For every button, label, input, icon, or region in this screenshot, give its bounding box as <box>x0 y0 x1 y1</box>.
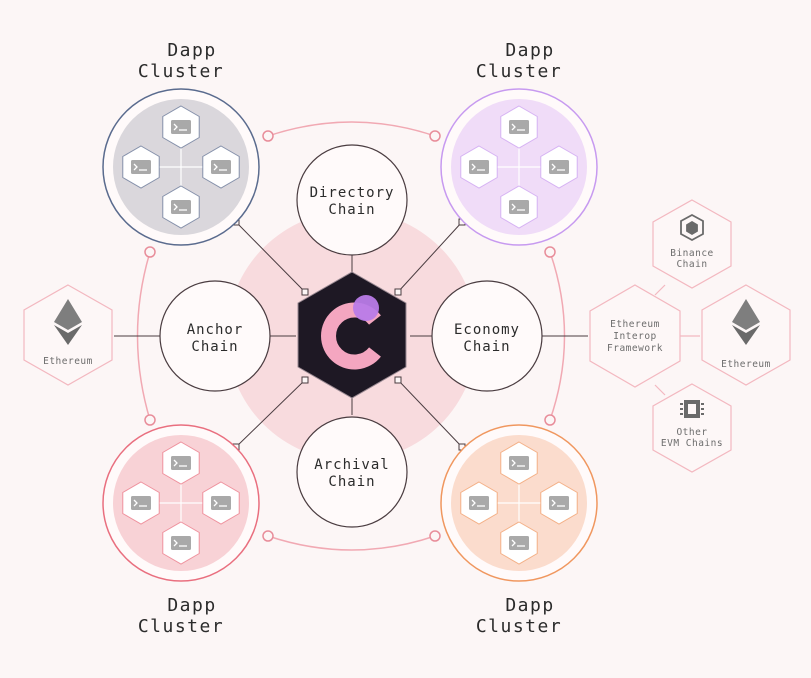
interop-label-line2: Interop <box>613 331 657 342</box>
cluster-title-bl-line1: Dapp <box>167 595 216 616</box>
directory-chain-line1: Directory <box>310 185 395 201</box>
binance-label-line1: Binance <box>670 248 714 259</box>
chain-archival: Archival Chain <box>296 416 408 528</box>
terminal-icon <box>509 200 529 214</box>
dapp-cluster-top-right <box>440 88 598 246</box>
cluster-title-tr-line1: Dapp <box>505 40 554 61</box>
dapp-node <box>500 521 538 565</box>
terminal-icon <box>469 160 489 174</box>
dapp-node <box>460 145 498 189</box>
chain-economy: Economy Chain <box>431 280 543 392</box>
ethereum-icon <box>732 299 760 345</box>
ethereum-right-label: Ethereum <box>721 359 771 370</box>
ring-nodes <box>144 130 556 542</box>
dapp-node <box>500 105 538 149</box>
dapp-node <box>540 145 578 189</box>
chain-directory: Directory Chain <box>296 144 408 256</box>
other-evm-node: Other EVM Chains <box>652 383 732 473</box>
cluster-title-tl-line2: Cluster <box>138 61 224 82</box>
terminal-icon <box>171 536 191 550</box>
dapp-cluster-top-left <box>102 88 260 246</box>
binance-icon <box>680 213 704 242</box>
terminal-icon <box>171 120 191 134</box>
archival-chain-line1: Archival <box>314 457 389 473</box>
binance-label-line2: Chain <box>676 259 707 270</box>
terminal-icon <box>509 536 529 550</box>
chain-anchor: Anchor Chain <box>159 280 271 392</box>
cluster-title-br-line1: Dapp <box>505 595 554 616</box>
terminal-icon <box>549 496 569 510</box>
cluster-title-bl-line2: Cluster <box>138 616 224 637</box>
ethereum-left-node: Ethereum <box>23 284 113 386</box>
dapp-node <box>162 521 200 565</box>
chip-icon <box>680 400 704 418</box>
dapp-cluster-bottom-right <box>440 424 598 582</box>
terminal-icon <box>171 456 191 470</box>
ethereum-right-node: Ethereum <box>701 284 791 386</box>
interop-node: Ethereum Interop Framework <box>589 284 681 388</box>
dapp-node <box>500 441 538 485</box>
dapp-node <box>162 441 200 485</box>
dapp-node <box>122 145 160 189</box>
central-hub <box>297 271 407 399</box>
anchor-chain-line2: Chain <box>191 339 238 355</box>
logo-dot-icon <box>353 295 379 321</box>
dapp-node <box>162 185 200 229</box>
dapp-node <box>460 481 498 525</box>
dapp-node <box>122 481 160 525</box>
interop-label-line3: Framework <box>607 343 663 354</box>
other-evm-label-line2: EVM Chains <box>661 438 723 449</box>
dapp-node <box>540 481 578 525</box>
cluster-title-tl-line1: Dapp <box>167 40 216 61</box>
dapp-cluster-bottom-left <box>102 424 260 582</box>
terminal-icon <box>509 456 529 470</box>
terminal-icon <box>211 160 231 174</box>
archival-chain-line2: Chain <box>328 474 375 490</box>
directory-chain-line2: Chain <box>328 202 375 218</box>
other-evm-label-line1: Other <box>676 427 707 438</box>
cluster-title-tr-line2: Cluster <box>476 61 562 82</box>
terminal-icon <box>509 120 529 134</box>
dapp-node <box>202 145 240 189</box>
economy-chain-line2: Chain <box>463 339 510 355</box>
terminal-icon <box>131 496 151 510</box>
terminal-icon <box>171 200 191 214</box>
ethereum-icon <box>54 299 82 345</box>
cluster-title-br-line2: Cluster <box>476 616 562 637</box>
dapp-node <box>202 481 240 525</box>
economy-chain-line1: Economy <box>454 322 520 338</box>
dapp-node <box>500 185 538 229</box>
interop-label-line1: Ethereum <box>610 319 660 330</box>
terminal-icon <box>469 496 489 510</box>
terminal-icon <box>549 160 569 174</box>
ethereum-left-label: Ethereum <box>43 356 93 367</box>
terminal-icon <box>211 496 231 510</box>
terminal-icon <box>131 160 151 174</box>
binance-node: Binance Chain <box>652 199 732 289</box>
connectors <box>114 221 588 448</box>
anchor-chain-line1: Anchor <box>187 322 244 338</box>
dapp-node <box>162 105 200 149</box>
